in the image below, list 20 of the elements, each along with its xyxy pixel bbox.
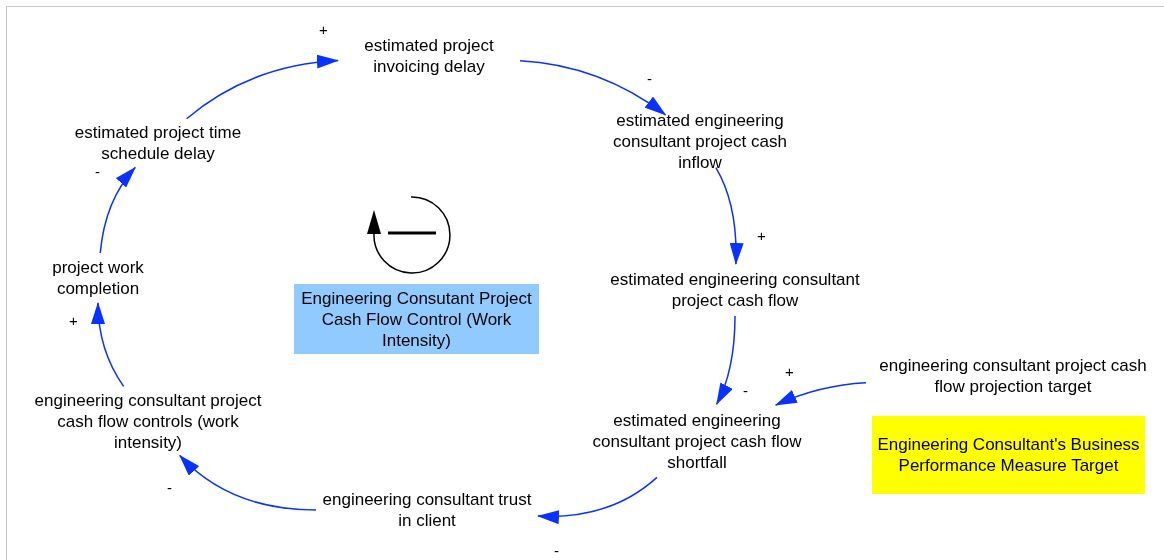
variable-label: engineering consultant project cash flow projection target bbox=[878, 355, 1148, 397]
causal-arrow bbox=[519, 60, 667, 116]
causal-arrow bbox=[537, 476, 658, 524]
causal-arrow bbox=[91, 302, 125, 388]
variable-label: estimated engineering consultant project cash inflow bbox=[612, 109, 788, 173]
variable-label: engineering consultant trust in client bbox=[321, 489, 533, 531]
causal-arrow bbox=[185, 55, 339, 120]
variable-label: engineering consultant project cash flow controls (work intensity) bbox=[33, 389, 263, 453]
target-box: Engineering Consultant's Business Performance Measure Target bbox=[872, 416, 1145, 494]
variable-label: estimated project time schedule delay bbox=[73, 122, 243, 164]
causal-arrow bbox=[715, 315, 736, 406]
causal-arrow bbox=[774, 382, 867, 406]
variable-label: estimated engineering consultant project cash flow shortfall bbox=[591, 409, 803, 473]
variable-label: estimated project invoicing delay bbox=[363, 35, 495, 77]
variable-label: project work completion bbox=[51, 257, 145, 299]
causal-arrow bbox=[99, 166, 136, 254]
loop-title-box: Engineering Consutant Project Cash Flow Control (Work Intensity) bbox=[294, 284, 539, 354]
variable-label: estimated engineering consultant project cash flow bbox=[609, 269, 861, 311]
causal-arrow bbox=[715, 166, 744, 265]
causal-arrow bbox=[179, 454, 317, 511]
